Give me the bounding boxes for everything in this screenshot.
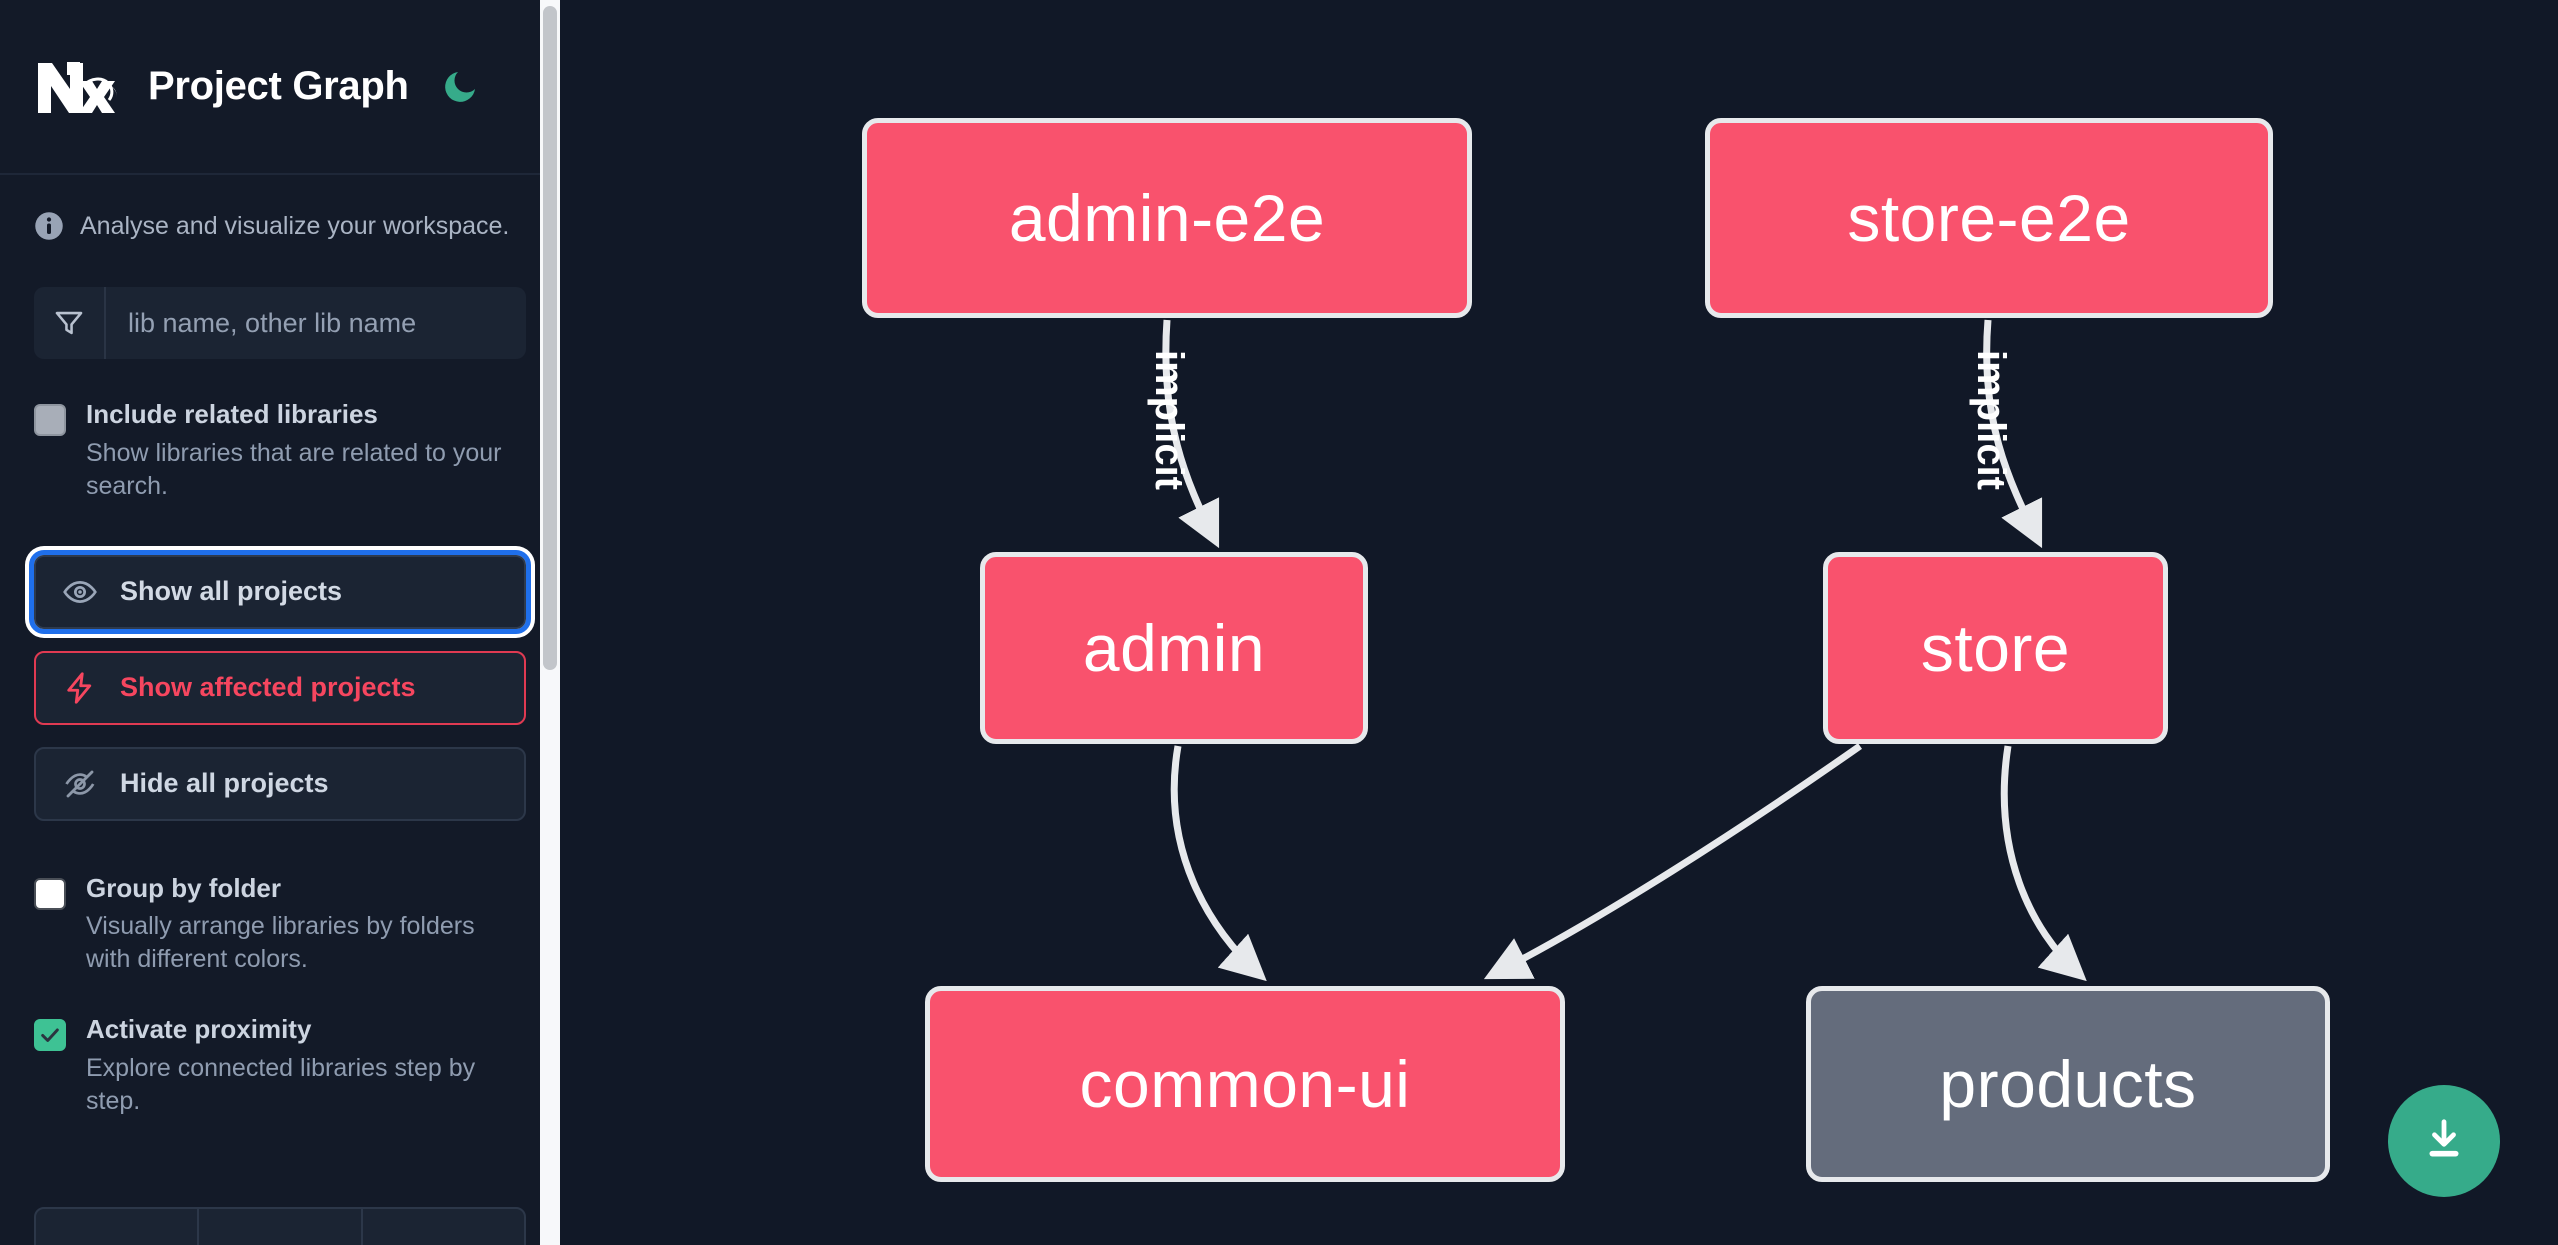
include-related-libraries-checkbox[interactable] <box>34 404 66 436</box>
graph-node-admin[interactable]: admin <box>980 552 1368 744</box>
search-box[interactable] <box>34 287 526 359</box>
include-related-libraries-description: Show libraries that are related to your … <box>86 438 502 500</box>
group-by-folder-label: Group by folder <box>86 872 281 903</box>
lightning-bolt-icon <box>62 670 98 706</box>
sidebar-scrollbar-thumb[interactable] <box>543 6 557 670</box>
activate-proximity-label: Activate proximity <box>86 1014 312 1045</box>
download-icon <box>2418 1114 2470 1169</box>
graph-node-label: products <box>1939 1047 2197 1121</box>
info-icon <box>34 211 64 241</box>
segmented-option-1[interactable] <box>36 1209 200 1245</box>
checkbox-group-by-folder[interactable]: Group by folder Visually arrange librari… <box>34 873 526 977</box>
include-related-libraries-label: Include related libraries <box>86 399 378 429</box>
sidebar-info-text: Analyse and visualize your workspace. <box>80 211 510 240</box>
moon-icon[interactable] <box>437 64 483 110</box>
segmented-option-3[interactable] <box>363 1209 524 1245</box>
segmented-option-2[interactable] <box>199 1209 363 1245</box>
sidebar-info-row: Analyse and visualize your workspace. <box>0 175 560 241</box>
graph-node-label: admin <box>1082 611 1266 685</box>
hide-all-projects-button[interactable]: Hide all projects <box>34 746 526 821</box>
sidebar-content: Project Graph Analyse and visualize your… <box>0 0 560 1245</box>
projects-button-group: Show all projects Show affected projects <box>29 549 531 821</box>
group-by-folder-checkbox[interactable] <box>34 877 66 910</box>
graph-node-products[interactable]: products <box>1806 986 2330 1182</box>
show-affected-projects-button[interactable]: Show affected projects <box>34 650 526 725</box>
graph-canvas[interactable]: implicit implicit admin-e2e store-e2e ad… <box>560 0 2558 1245</box>
graph-node-label: store-e2e <box>1847 181 2131 255</box>
edge-label-implicit-admin: implicit <box>1147 350 1191 490</box>
show-all-projects-label: Show all projects <box>120 576 343 607</box>
graph-node-common-ui[interactable]: common-ui <box>925 986 1565 1182</box>
check-icon <box>41 1028 59 1043</box>
checkbox-activate-proximity[interactable]: Activate proximity Explore connected lib… <box>34 1014 526 1118</box>
graph-node-label: store <box>1920 611 2071 685</box>
segmented-control[interactable] <box>34 1207 526 1245</box>
show-affected-projects-label: Show affected projects <box>120 672 416 703</box>
graph-node-admin-e2e[interactable]: admin-e2e <box>862 118 1472 318</box>
sidebar-controls: Include related libraries Show libraries… <box>0 241 560 1118</box>
search-input[interactable] <box>106 287 526 359</box>
eye-icon <box>62 574 98 610</box>
show-all-projects-button[interactable]: Show all projects <box>29 549 531 634</box>
graph-node-label: admin-e2e <box>1008 181 1326 255</box>
graph-node-store[interactable]: store <box>1823 552 2168 744</box>
page-title: Project Graph <box>148 64 409 108</box>
download-graph-button[interactable] <box>2388 1085 2500 1197</box>
hide-all-projects-label: Hide all projects <box>120 768 329 799</box>
activate-proximity-description: Explore connected libraries step by step… <box>86 1054 476 1116</box>
graph-node-label: common-ui <box>1079 1047 1411 1121</box>
nx-logo-icon <box>34 55 126 119</box>
sidebar: Project Graph Analyse and visualize your… <box>0 0 560 1245</box>
group-by-folder-description: Visually arrange libraries by folders wi… <box>86 912 475 974</box>
graph-edges: implicit implicit <box>1147 319 2087 982</box>
checkbox-include-related-libraries[interactable]: Include related libraries Show libraries… <box>34 399 526 503</box>
eye-off-icon <box>62 766 98 802</box>
graph-node-store-e2e[interactable]: store-e2e <box>1705 118 2273 318</box>
activate-proximity-checkbox[interactable] <box>34 1019 66 1052</box>
sidebar-header: Project Graph <box>0 0 560 175</box>
edge-label-implicit-store: implicit <box>1969 350 2013 490</box>
filter-icon <box>34 287 106 359</box>
sidebar-scrollbar-track[interactable] <box>540 0 560 1245</box>
